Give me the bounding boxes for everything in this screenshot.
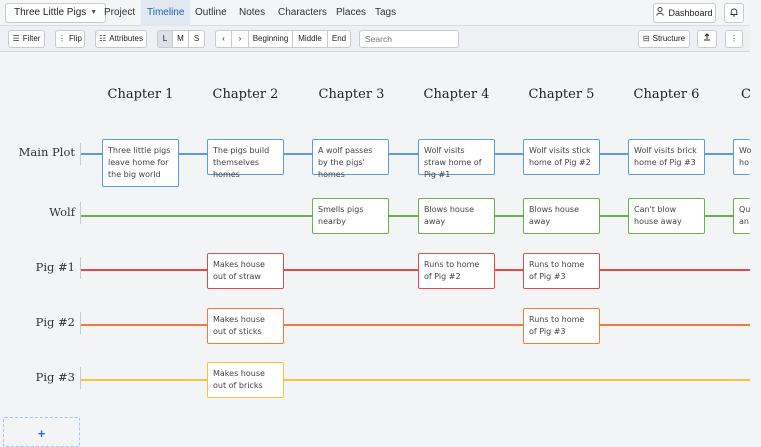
card-pig2-5[interactable]: Runs to home of Pig #3 (523, 308, 600, 344)
size-medium-button[interactable]: M (172, 30, 189, 48)
more-vertical-icon: ⋮ (58, 34, 67, 43)
add-track-button[interactable]: + (3, 417, 80, 447)
list-icon: ☷ (99, 34, 107, 43)
structure-icon: ⊟ (642, 34, 650, 43)
card-main-3[interactable]: A wolf passes by the pigs' homes (312, 139, 389, 179)
scroll-left-button[interactable]: ‹ (215, 30, 232, 48)
card-pig1-2[interactable]: Makes house out of straw (207, 253, 284, 289)
export-icon (703, 31, 711, 47)
card-main-1[interactable]: Three little pigs leave home for the big… (102, 139, 179, 187)
track-line-main-plot (81, 153, 750, 155)
card-wolf-7[interactable]: Qu an (733, 198, 750, 234)
card-pig1-4[interactable]: Runs to home of Pig #2 (418, 253, 495, 289)
tab-tags[interactable]: Tags (375, 7, 397, 18)
size-small-button[interactable]: S (188, 30, 205, 48)
card-main-6[interactable]: Wolf visits brick home of Pig #3 (628, 139, 705, 175)
project-select[interactable]: Three Little Pigs ▼ (5, 3, 107, 23)
filter-icon: ☰ (12, 34, 20, 43)
more-options-button[interactable]: ⋮ (725, 30, 743, 48)
card-pig2-2[interactable]: Makes house out of sticks (207, 308, 284, 344)
top-nav: Three Little Pigs ▼ Project Timeline Out… (0, 0, 750, 26)
chapter-5-header[interactable]: Chapter 5 (528, 87, 595, 102)
filter-button[interactable]: ☰ Filter (8, 30, 45, 48)
card-wolf-5[interactable]: Blows house away (523, 198, 600, 234)
user-icon (656, 4, 665, 22)
attributes-button[interactable]: ☷ Attributes (95, 30, 147, 48)
card-main-2[interactable]: The pigs build themselves homes (207, 139, 284, 179)
track-divider (80, 257, 81, 279)
attributes-label: Attributes (109, 34, 143, 43)
track-label-main-plot[interactable]: Main Plot (18, 145, 75, 159)
flip-label: Flip (69, 34, 82, 43)
chapter-4-header[interactable]: Chapter 4 (423, 87, 490, 102)
chapter-2-header[interactable]: Chapter 2 (212, 87, 279, 102)
chevron-left-icon: ‹ (222, 34, 225, 43)
track-line-pig-2 (81, 324, 750, 326)
tab-timeline[interactable]: Timeline (141, 0, 191, 26)
dashboard-label: Dashboard (668, 8, 713, 18)
tab-outline[interactable]: Outline (195, 7, 227, 18)
tab-places[interactable]: Places (336, 7, 367, 18)
size-large-button[interactable]: L (157, 30, 173, 48)
bell-icon (730, 8, 738, 19)
track-label-pig-2[interactable]: Pig #2 (35, 315, 75, 329)
chapter-1-header[interactable]: Chapter 1 (107, 87, 174, 102)
chapter-7-header[interactable]: C (741, 87, 751, 102)
card-wolf-6[interactable]: Can't blow house away (628, 198, 705, 234)
card-main-5[interactable]: Wolf visits stick home of Pig #2 (523, 139, 600, 175)
track-line-pig-3 (81, 379, 750, 381)
filter-label: Filter (22, 34, 41, 43)
notifications-button[interactable] (724, 3, 744, 23)
timeline-toolbar: ☰ Filter ⋮ Flip ☷ Attributes L M S ‹ › B… (0, 26, 750, 52)
track-line-wolf (81, 215, 750, 217)
card-main-7[interactable]: Wo ho (733, 139, 751, 175)
tab-notes[interactable]: Notes (239, 7, 266, 18)
track-divider (80, 367, 81, 389)
structure-button[interactable]: ⊟ Structure (638, 30, 690, 48)
scroll-right-button[interactable]: › (231, 30, 249, 48)
scroll-end-button[interactable]: End (327, 30, 351, 48)
more-vertical-icon: ⋮ (730, 34, 738, 43)
card-wolf-3[interactable]: Smells pigs nearby (312, 198, 389, 234)
chapter-6-header[interactable]: Chapter 6 (633, 87, 700, 102)
chevron-down-icon: ▼ (90, 9, 98, 16)
structure-label: Structure (652, 34, 686, 43)
dashboard-button[interactable]: Dashboard (653, 3, 716, 23)
track-label-pig-1[interactable]: Pig #1 (35, 260, 75, 274)
card-main-4[interactable]: Wolf visits straw home of Pig #1 (418, 139, 495, 179)
tab-characters[interactable]: Characters (278, 7, 327, 18)
export-button[interactable] (697, 30, 717, 48)
tab-project[interactable]: Project (104, 7, 136, 18)
card-pig3-2[interactable]: Makes house out of bricks (207, 362, 284, 398)
scroll-middle-button[interactable]: Middle (292, 30, 328, 48)
track-label-wolf[interactable]: Wolf (49, 205, 75, 219)
track-divider (80, 143, 81, 165)
card-pig1-5[interactable]: Runs to home of Pig #3 (523, 253, 600, 289)
card-wolf-4[interactable]: Blows house away (418, 198, 495, 234)
project-name: Three Little Pigs (14, 7, 87, 18)
chevron-right-icon: › (238, 34, 242, 43)
flip-button[interactable]: ⋮ Flip (55, 30, 85, 48)
scroll-beginning-button[interactable]: Beginning (248, 30, 293, 48)
timeline-canvas: Chapter 1 Chapter 2 Chapter 3 Chapter 4 … (0, 52, 751, 447)
track-divider (80, 202, 81, 224)
track-label-pig-3[interactable]: Pig #3 (35, 370, 75, 384)
track-divider (80, 312, 81, 334)
track-line-pig-1 (81, 269, 750, 271)
search-input[interactable] (359, 30, 459, 48)
chapter-3-header[interactable]: Chapter 3 (318, 87, 385, 102)
